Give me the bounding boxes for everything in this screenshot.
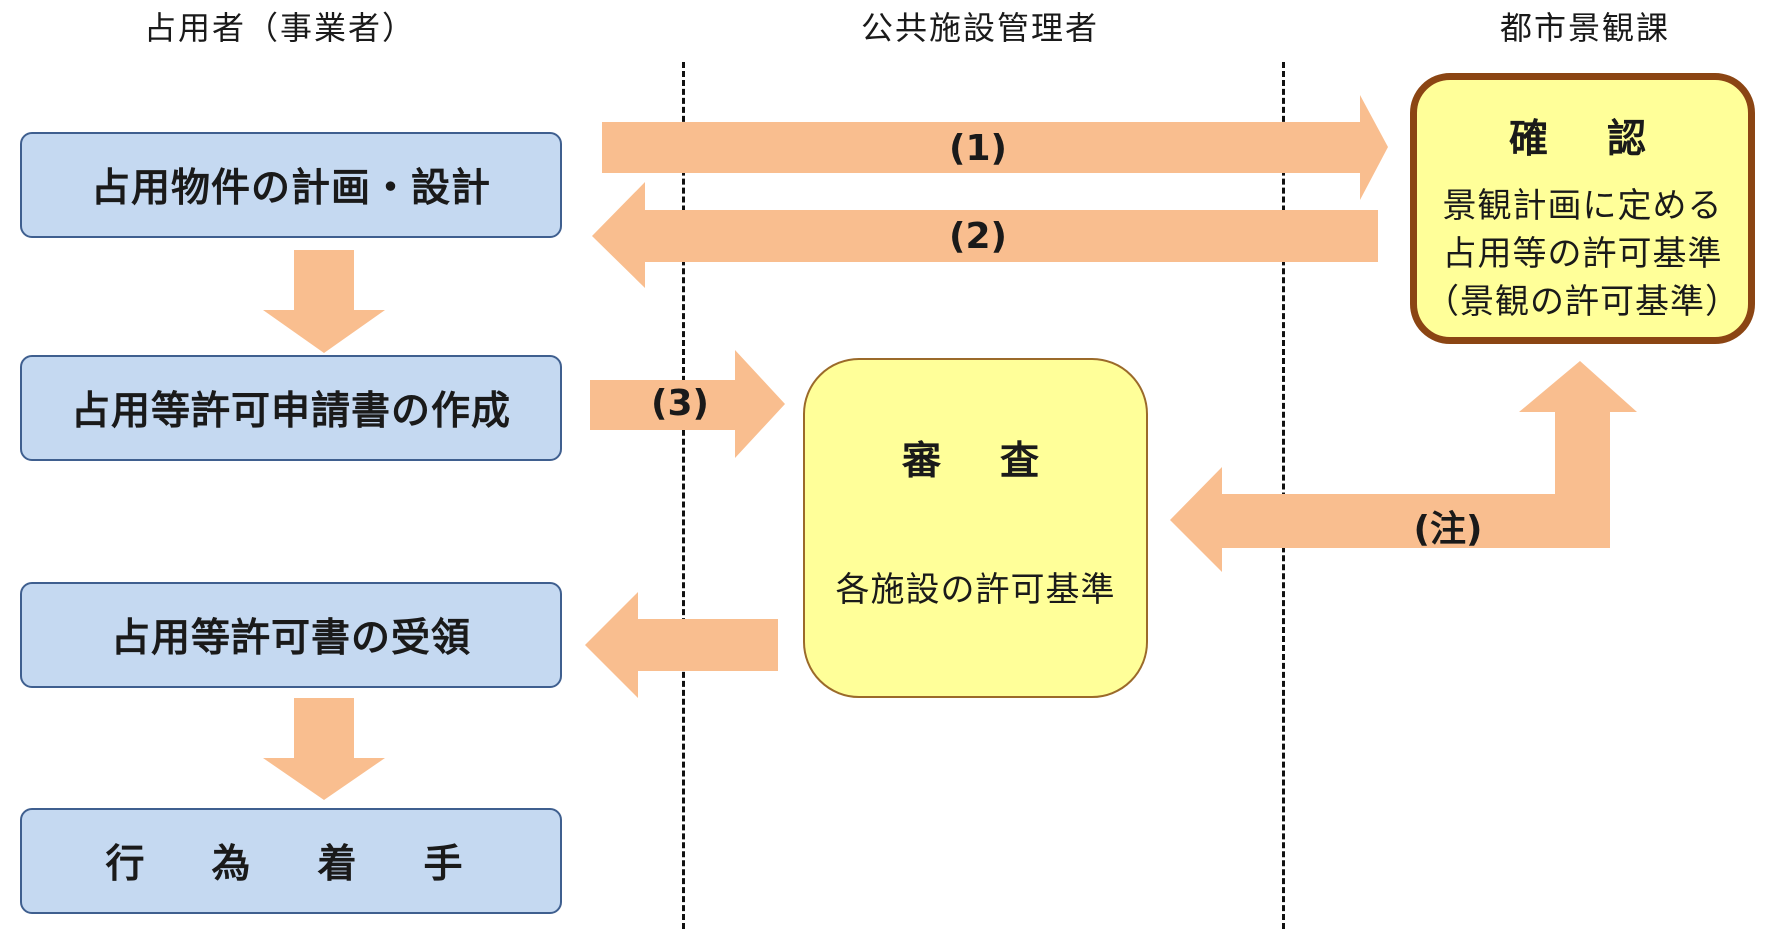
- lane-divider-left: [682, 62, 685, 929]
- confirm-box: 確 認 景観計画に定める 占用等の許可基準 （景観の許可基準）: [1410, 73, 1755, 344]
- arrow-note-bidirectional: [1170, 361, 1637, 572]
- arrow-down-2: [263, 698, 385, 800]
- step-application-label: 占用等許可申請書の作成: [70, 389, 511, 434]
- arrow-2-label: (2): [949, 216, 1007, 257]
- review-box: 審 査 各施設の許可基準: [803, 358, 1148, 698]
- step-plan-design: 占用物件の計画・設計: [20, 132, 562, 238]
- lane-header-applicant: 占用者（事業者）: [143, 9, 416, 47]
- arrow-2-left: [592, 182, 1378, 288]
- arrow-note-label: (注): [1413, 509, 1483, 550]
- step-start-label: 行 為 着 手: [105, 842, 477, 887]
- review-criteria: 各施設の許可基準: [835, 570, 1116, 610]
- step-plan-design-label: 占用物件の計画・設計: [90, 166, 491, 211]
- arrow-3-right: [590, 350, 785, 458]
- arrow-down-1: [263, 250, 385, 353]
- step-start: 行 為 着 手: [20, 808, 562, 914]
- lane-header-landscape-division: 都市景観課: [1499, 9, 1670, 47]
- arrow-1-label: (1): [949, 128, 1007, 169]
- confirm-line-1: 景観計画に定める: [1442, 186, 1723, 226]
- step-receipt: 占用等許可書の受領: [20, 582, 562, 688]
- step-application: 占用等許可申請書の作成: [20, 355, 562, 461]
- step-receipt-label: 占用等許可書の受領: [110, 616, 471, 661]
- confirm-line-2: 占用等の許可基準: [1442, 234, 1723, 274]
- review-title: 審 査: [901, 439, 1049, 484]
- confirm-line-3: （景観の許可基準）: [1425, 282, 1740, 322]
- confirm-title: 確 認: [1508, 117, 1656, 162]
- arrow-receipt-left: [585, 592, 778, 698]
- arrow-3-label: (3): [651, 383, 709, 424]
- arrow-1-right: [602, 95, 1388, 200]
- lane-header-facility-manager: 公共施設管理者: [860, 9, 1099, 47]
